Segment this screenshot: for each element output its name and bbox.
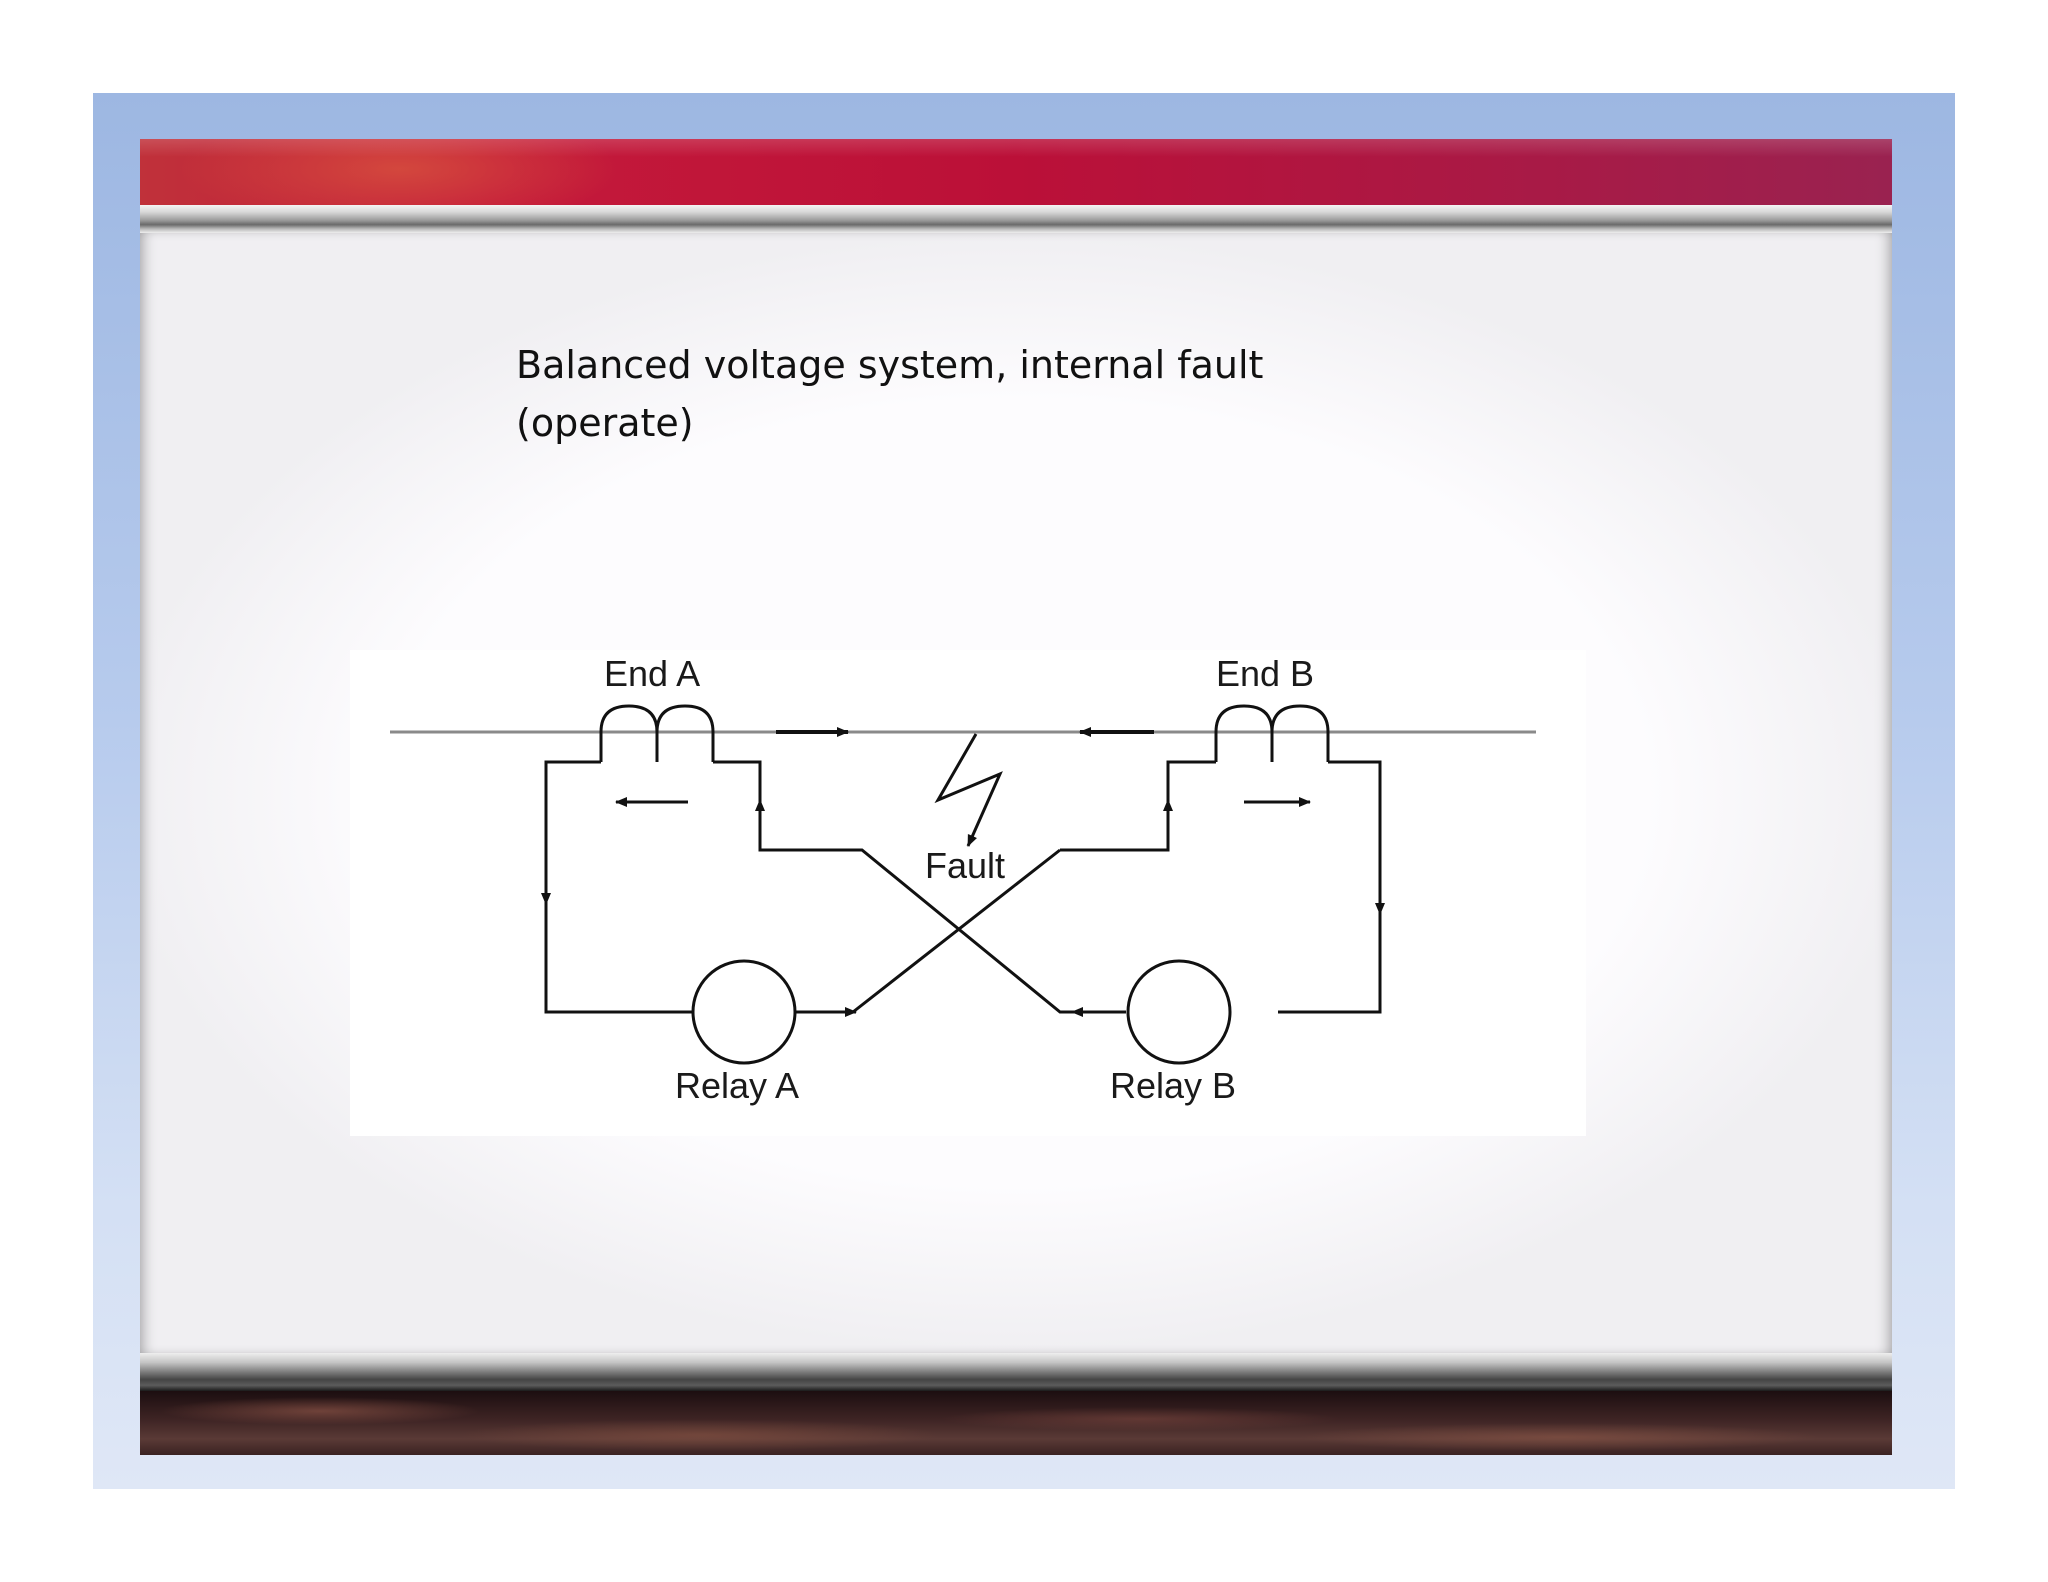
cross-wire-relay-a: [852, 848, 1061, 1014]
end-a-right-lead: [713, 760, 1084, 1014]
slide-header-band: [140, 139, 1892, 205]
end-b-ct-coil: [1214, 704, 1330, 762]
slide-footer-rule: [140, 1353, 1892, 1391]
end-a-left-lead: [544, 760, 692, 1014]
end-b-right-lead: [1278, 760, 1382, 1014]
slide-header-rule: [140, 205, 1892, 233]
end-a-label: End A: [604, 653, 700, 694]
slide-title-line-1: Balanced voltage system, internal fault: [516, 343, 1264, 387]
slide-footer-band: [140, 1391, 1892, 1455]
fault-lightning-icon: [934, 733, 1003, 847]
fault-label: Fault: [925, 845, 1005, 886]
end-b-label: End B: [1216, 653, 1314, 694]
slide-title-line-2: (operate): [516, 401, 694, 445]
end-a-ct-coil: [599, 704, 715, 762]
relay-a-label: Relay A: [675, 1065, 799, 1106]
slide-title: Balanced voltage system, internal fault …: [516, 336, 1416, 452]
relay-a: [691, 959, 797, 1065]
end-b-left-lead: [1060, 760, 1216, 852]
relay-b-label: Relay B: [1110, 1065, 1236, 1106]
circuit-diagram: End A End B Fault Relay A Relay B: [350, 650, 1586, 1136]
relay-b: [1126, 959, 1232, 1065]
circuit-diagram-svg: End A End B Fault Relay A Relay B: [390, 653, 1536, 1106]
